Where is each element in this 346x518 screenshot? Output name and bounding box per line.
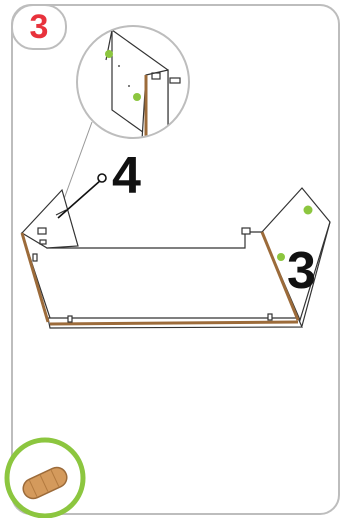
- assembly-dot-2: [277, 253, 285, 261]
- part-3-label: 3: [287, 245, 316, 297]
- step-badge: 3: [11, 4, 67, 50]
- zoom-detail: [77, 26, 189, 150]
- zoom-dot-mid: [133, 93, 141, 101]
- pointer-4-circle: [98, 174, 106, 182]
- wooden-dowel-icon: [7, 440, 83, 516]
- zoom-dot-top: [105, 50, 113, 58]
- step-number: 3: [30, 10, 49, 44]
- part-4-label: 4: [112, 150, 141, 202]
- assembly-dot: [304, 206, 313, 215]
